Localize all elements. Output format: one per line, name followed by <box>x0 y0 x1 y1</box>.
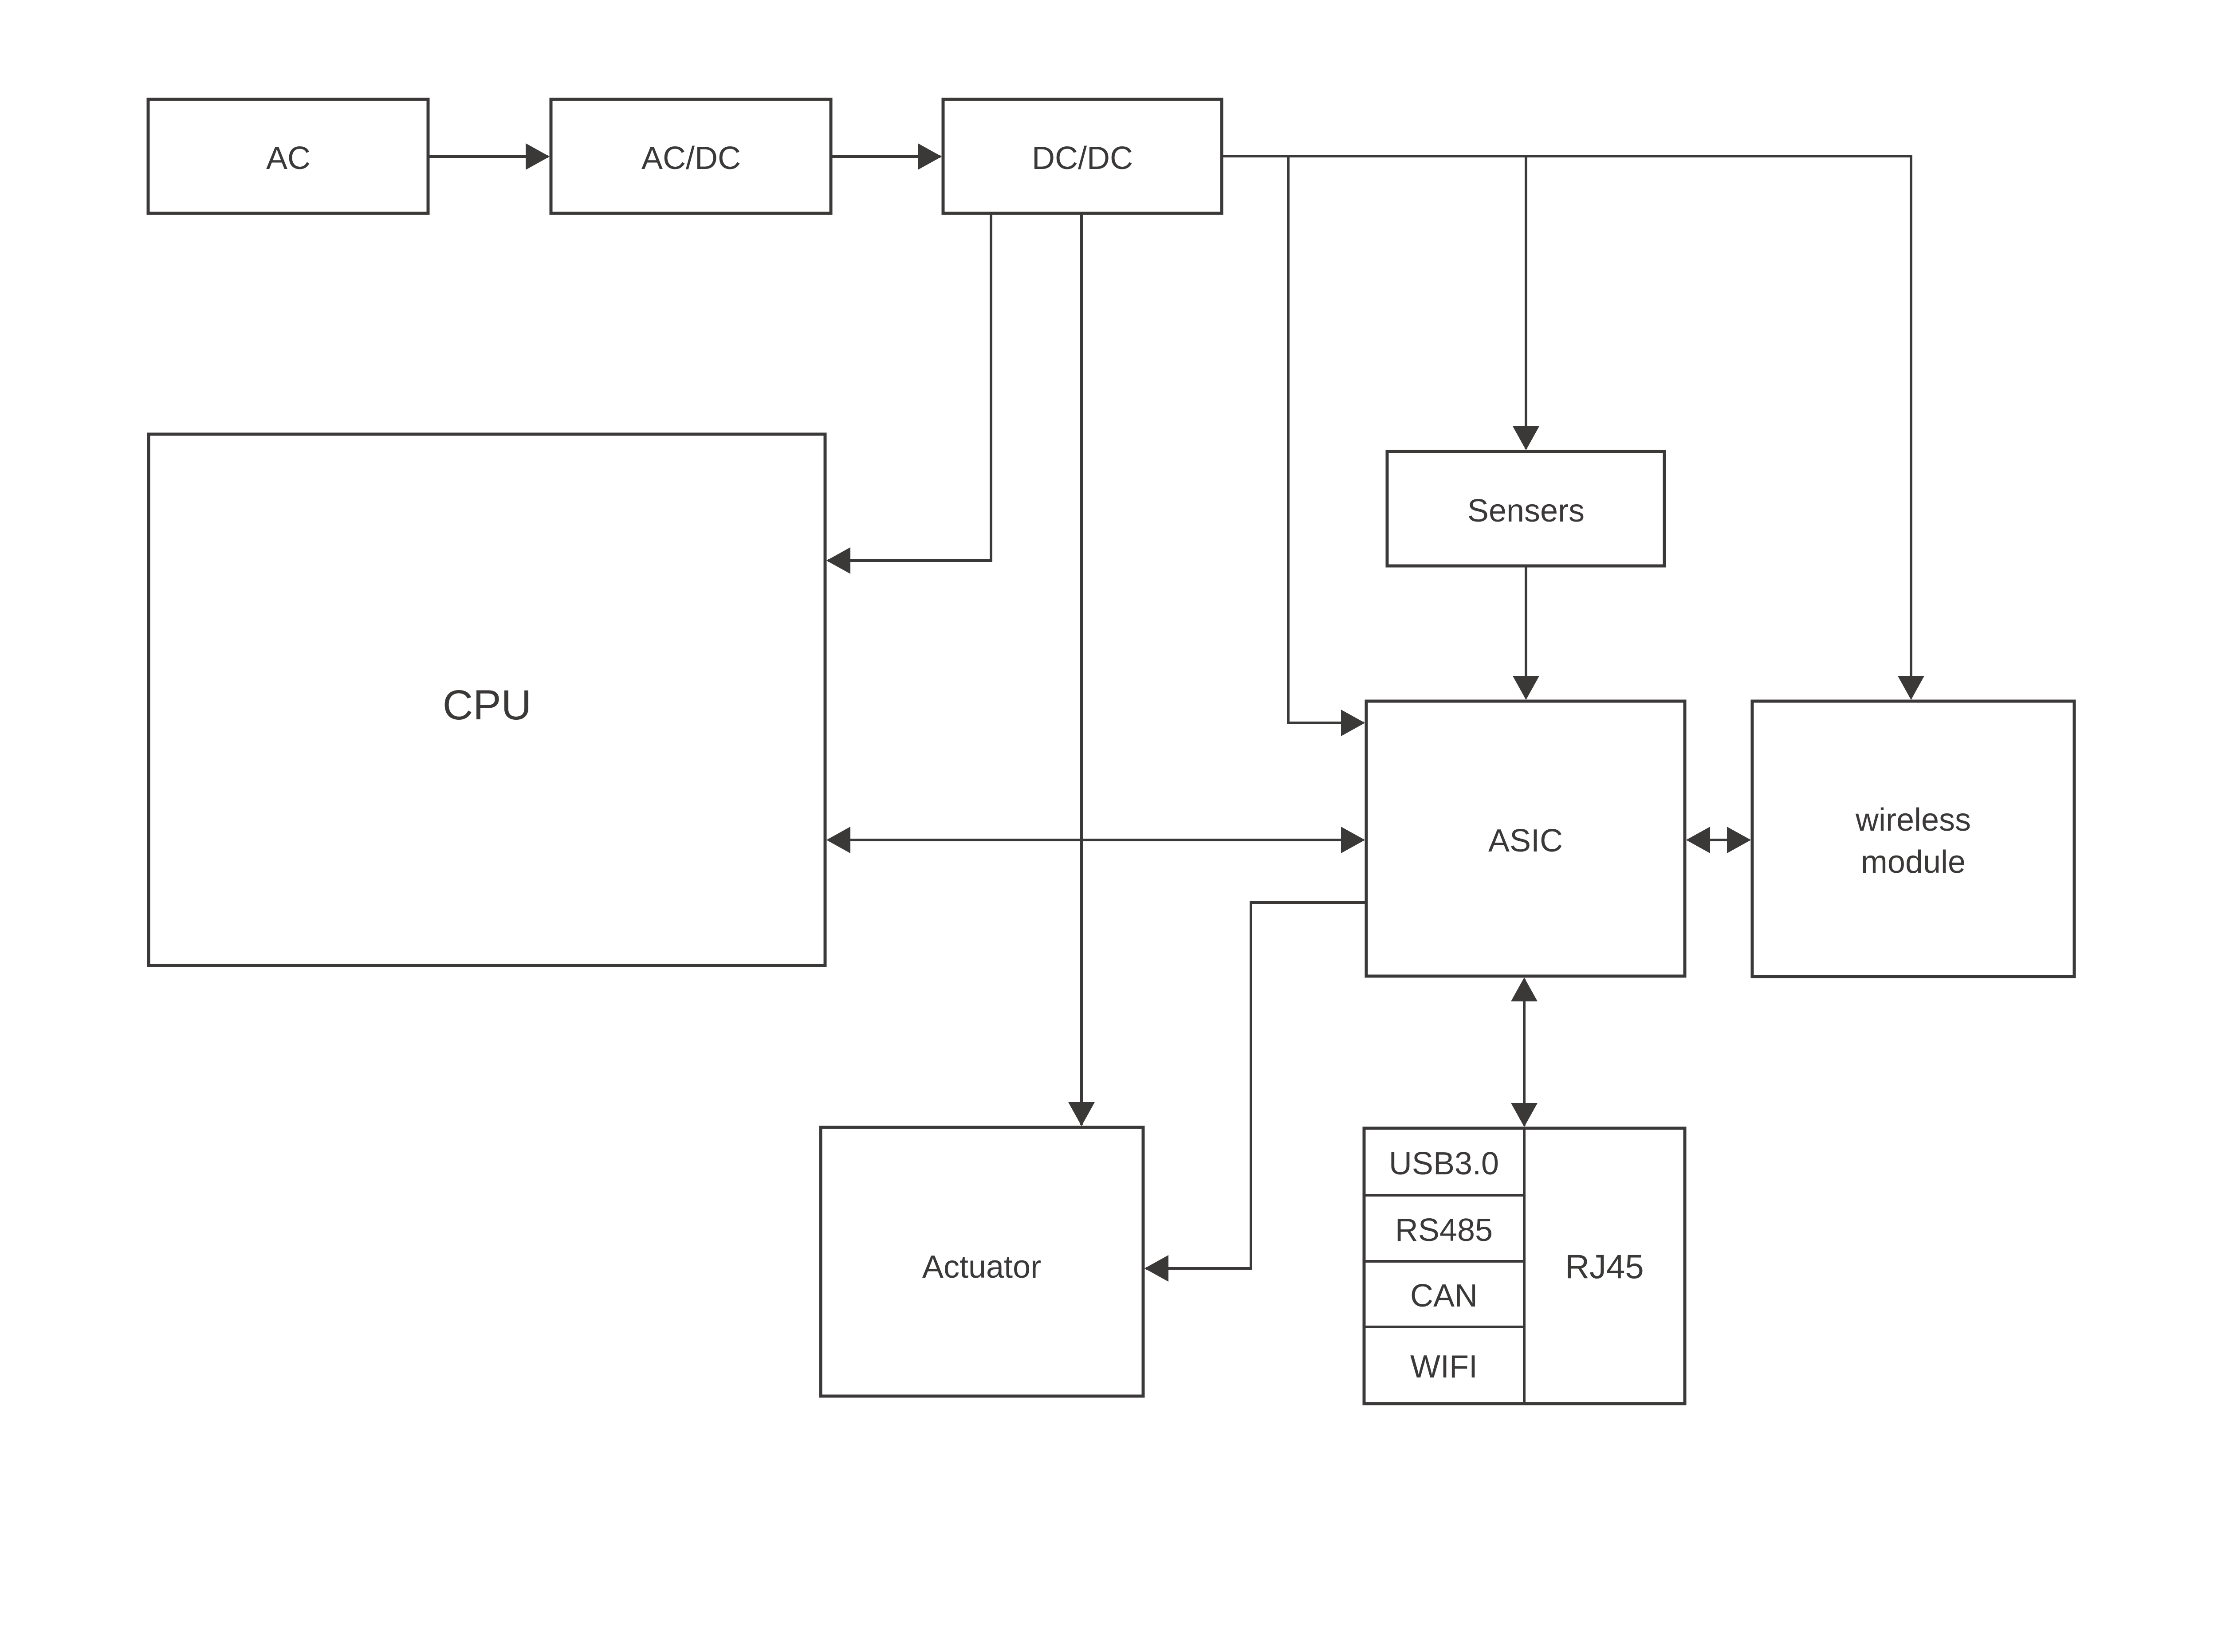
asic-box <box>1365 699 1687 978</box>
wireless-module-box <box>1750 699 2076 978</box>
connector-dcdc-to-asic <box>1287 156 1365 736</box>
cpu-box <box>147 432 827 967</box>
ac-box <box>146 98 430 215</box>
sensers-label: Sensers <box>1467 493 1585 529</box>
io-rj45-label: RJ45 <box>1565 1248 1644 1286</box>
actuator-box <box>819 1126 1145 1398</box>
io-wifi-label: WIFI <box>1410 1349 1478 1385</box>
actuator-label: Actuator <box>922 1249 1041 1285</box>
ac-label: AC <box>266 141 311 176</box>
connector-dcdc-to-wireless-module <box>1222 155 1924 700</box>
connector-dcdc-to-cpu <box>826 213 992 574</box>
wireless-module-label-line1: wireless <box>1855 802 1971 838</box>
acdc-box <box>549 98 833 215</box>
wireless-module-label-line2: module <box>1861 844 1966 880</box>
dcdc-box <box>941 98 1223 215</box>
dcdc-label: DC/DC <box>1032 141 1133 176</box>
io-usb3-label: USB3.0 <box>1389 1146 1499 1181</box>
asic-label: ASIC <box>1488 823 1563 859</box>
connector-asic-to-actuator <box>1144 901 1366 1282</box>
io-can-label: CAN <box>1410 1278 1478 1314</box>
acdc-label: AC/DC <box>641 141 741 176</box>
cpu-label: CPU <box>443 682 532 729</box>
io-rs485-label: RS485 <box>1395 1213 1493 1248</box>
